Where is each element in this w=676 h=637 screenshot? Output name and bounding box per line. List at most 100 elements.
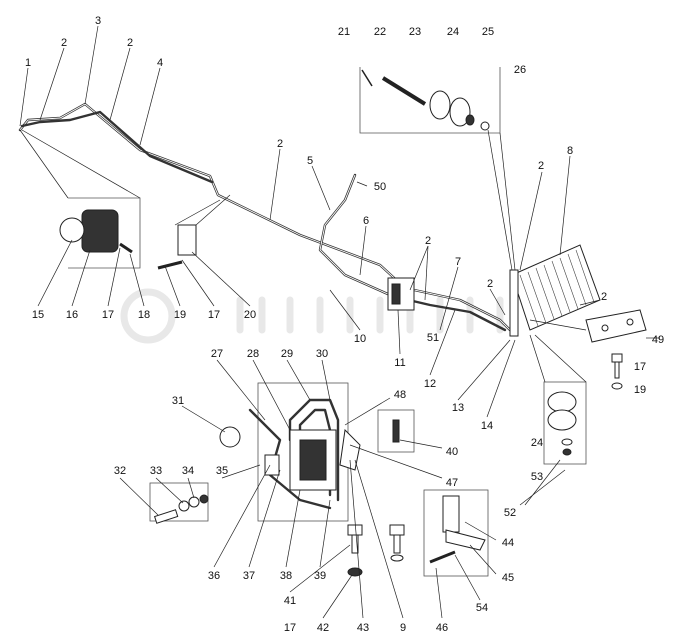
part-label: 39 bbox=[314, 570, 326, 582]
leader-line bbox=[439, 266, 459, 331]
leader-line bbox=[107, 247, 121, 307]
part-label: 35 bbox=[216, 465, 228, 477]
part-label: 21 bbox=[338, 26, 350, 38]
leader-line bbox=[454, 554, 481, 601]
leader-line bbox=[349, 444, 443, 479]
leader-lines bbox=[19, 25, 660, 619]
leader-line bbox=[354, 459, 404, 619]
part-label: 15 bbox=[32, 309, 44, 321]
part-label: 24 bbox=[531, 437, 543, 449]
part-label: 48 bbox=[394, 389, 406, 401]
clip-detail bbox=[377, 409, 415, 453]
part-label: 51 bbox=[427, 332, 439, 344]
part-label: 52 bbox=[504, 507, 516, 519]
part-label: 3 bbox=[95, 15, 101, 27]
part-label: 19 bbox=[634, 384, 646, 396]
part-label: 2 bbox=[61, 37, 67, 49]
clamp-detail bbox=[59, 197, 197, 270]
leader-line bbox=[519, 469, 566, 506]
heater-unit-detail bbox=[219, 382, 361, 522]
part-label: 14 bbox=[481, 420, 493, 432]
leader-line bbox=[155, 477, 184, 504]
part-label: 42 bbox=[317, 622, 329, 634]
part-label: 7 bbox=[455, 256, 461, 268]
part-label: 44 bbox=[502, 537, 514, 549]
part-label: 37 bbox=[243, 570, 255, 582]
leader-line bbox=[109, 47, 131, 121]
part-label: 53 bbox=[531, 471, 543, 483]
part-label: 17 bbox=[102, 309, 114, 321]
leader-line bbox=[39, 47, 65, 121]
part-label: 43 bbox=[357, 622, 369, 634]
leader-line bbox=[487, 129, 513, 271]
leader-line bbox=[424, 245, 429, 301]
leader-line bbox=[129, 253, 145, 307]
part-label: 25 bbox=[482, 26, 494, 38]
mount-detail-top bbox=[359, 67, 501, 134]
leader-line bbox=[435, 567, 443, 619]
leader-line bbox=[37, 239, 73, 307]
part-label: 54 bbox=[476, 602, 488, 614]
leader-line bbox=[409, 245, 429, 291]
part-label: 30 bbox=[316, 348, 328, 360]
part-label: 9 bbox=[400, 622, 406, 634]
part-label: 46 bbox=[436, 622, 448, 634]
part-label: 2 bbox=[487, 278, 493, 290]
part-label: 2 bbox=[127, 37, 133, 49]
leader-line bbox=[269, 148, 281, 221]
part-label: 22 bbox=[374, 26, 386, 38]
leader-line bbox=[322, 574, 353, 619]
bracket-detail bbox=[423, 489, 489, 577]
leader-line bbox=[221, 464, 261, 479]
leader-line bbox=[319, 499, 331, 568]
leader-line bbox=[397, 309, 401, 355]
leader-line bbox=[469, 544, 497, 575]
leader-line bbox=[187, 477, 195, 499]
leader-line bbox=[486, 339, 516, 418]
leader-line bbox=[464, 521, 497, 541]
leader-line bbox=[248, 469, 281, 568]
part-label: 2 bbox=[538, 160, 544, 172]
leader-line bbox=[19, 67, 29, 127]
fastener-detail bbox=[149, 482, 209, 524]
leader-line bbox=[71, 249, 91, 307]
part-label: 8 bbox=[567, 145, 573, 157]
part-label: 2 bbox=[277, 138, 283, 150]
leader-line bbox=[399, 439, 443, 449]
leader-line bbox=[195, 194, 231, 226]
part-label: 40 bbox=[446, 446, 458, 458]
mount-detail-right bbox=[543, 381, 587, 465]
part-label: 2 bbox=[601, 291, 607, 303]
leader-line bbox=[559, 155, 571, 256]
leader-line bbox=[349, 459, 364, 619]
part-label: 10 bbox=[354, 333, 366, 345]
part-label: 4 bbox=[157, 57, 163, 69]
part-label: 38 bbox=[280, 570, 292, 582]
leader-line bbox=[529, 334, 546, 383]
leader-line bbox=[344, 397, 391, 426]
leader-line bbox=[191, 251, 251, 307]
watermark-logo bbox=[120, 288, 504, 344]
part-label: 36 bbox=[208, 570, 220, 582]
part-label: 5 bbox=[307, 155, 313, 167]
part-label: 49 bbox=[652, 334, 664, 346]
leader-line bbox=[359, 225, 367, 276]
radiator bbox=[509, 244, 601, 337]
leader-line bbox=[84, 25, 99, 105]
part-label: 12 bbox=[424, 378, 436, 390]
leader-line bbox=[174, 199, 221, 226]
part-label: 23 bbox=[409, 26, 421, 38]
leader-line bbox=[579, 299, 601, 306]
leader-line bbox=[164, 265, 181, 307]
leader-line bbox=[289, 544, 351, 593]
part-label: 17 bbox=[634, 361, 646, 373]
part-label: 31 bbox=[172, 395, 184, 407]
part-label: 20 bbox=[244, 309, 256, 321]
leader-line bbox=[139, 67, 161, 146]
plate-detail bbox=[585, 309, 647, 390]
leader-line bbox=[19, 129, 69, 199]
part-label: 45 bbox=[502, 572, 514, 584]
part-label: 11 bbox=[394, 357, 405, 369]
